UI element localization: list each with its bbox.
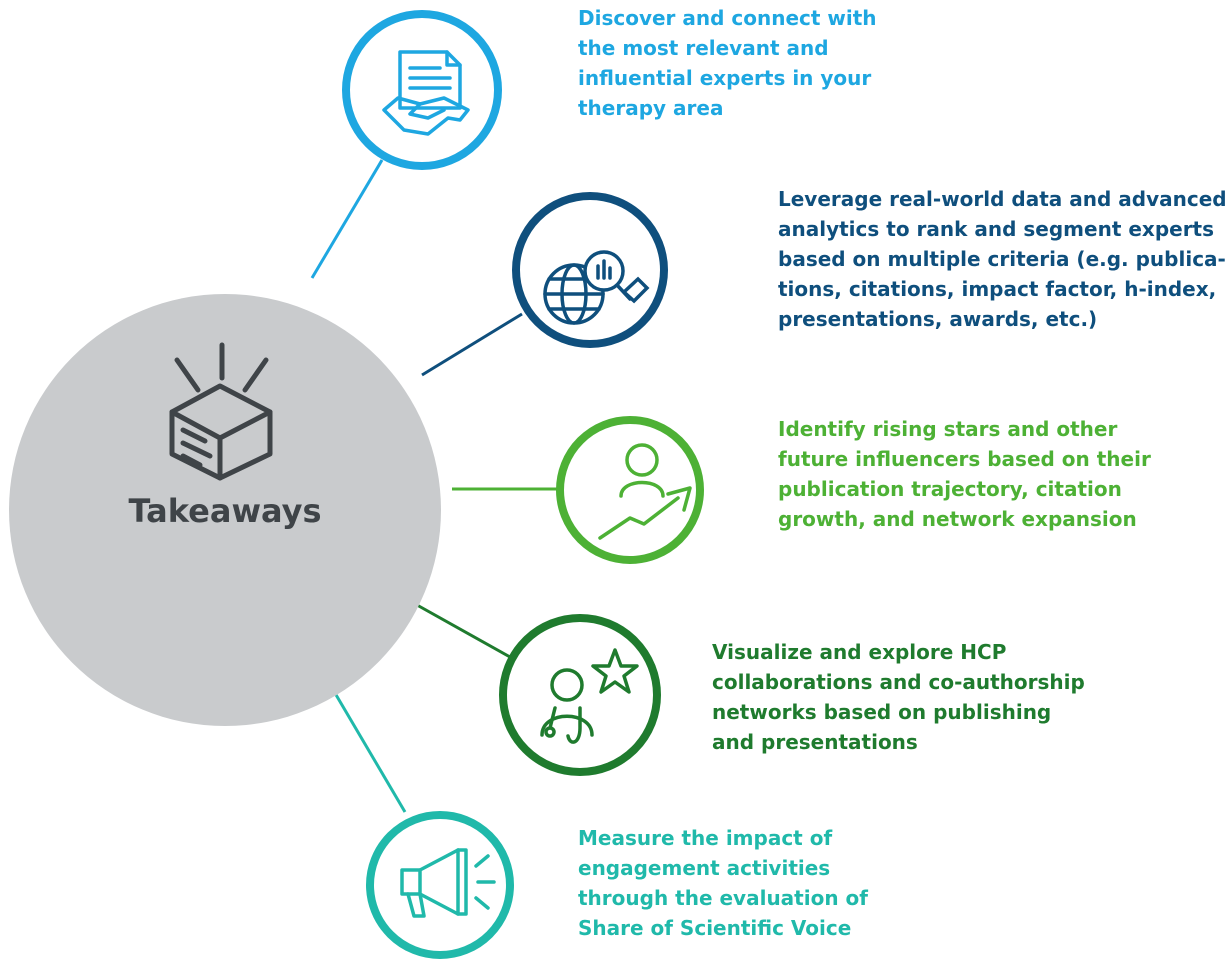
person-growth-icon [598, 443, 692, 540]
item-5-circle [366, 811, 514, 959]
connector-5 [330, 687, 407, 813]
doctor-star-icon [540, 648, 639, 744]
item-5-text: Measure the impact of engagement activit… [578, 826, 868, 940]
connector-2 [421, 312, 523, 377]
globe-analytics-icon [543, 250, 650, 325]
item-1-text: Discover and connect with the most relev… [578, 6, 877, 120]
document-handshake-icon [382, 50, 470, 136]
item-3-text: Identify rising stars and other future i… [778, 417, 1151, 531]
connector-4 [416, 603, 511, 659]
open-box-icon [169, 342, 273, 481]
megaphone-icon [400, 848, 496, 918]
item-4-text: Visualize and explore HCP collaborations… [712, 640, 1085, 754]
hub-title: Takeaways [128, 492, 322, 530]
item-1-circle [342, 10, 502, 170]
item-3-circle [556, 416, 704, 564]
hub-circle [9, 294, 441, 726]
item-2-text: Leverage real-world data and advanced an… [778, 187, 1227, 331]
connector-1 [310, 159, 384, 279]
